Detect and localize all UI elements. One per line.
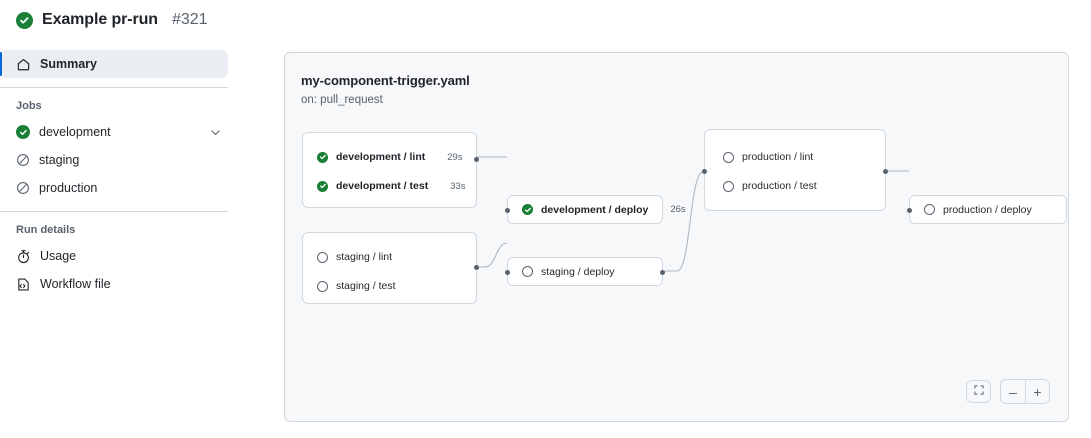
sidebar-item-development-label: development [39,124,111,139]
staging-group[interactable]: staging / lint staging / test [302,232,479,304]
graph-job-development-test[interactable]: development / test 33s [303,173,476,199]
pending-circle-icon [924,204,935,215]
page-title: Example pr-run [42,11,158,28]
sidebar-jobs-title: Jobs [16,100,42,112]
fit-to-screen-button[interactable] [966,380,991,403]
graph-job-staging-test[interactable]: staging / test [303,273,476,299]
run-header: Example pr-run #321 [0,0,1091,40]
workflow-graph-header: my-component-trigger.yaml on: pull_reque… [301,73,470,108]
development-deploy-node[interactable]: development / deploy 26s [505,195,686,224]
edge-stagingdeploy-to-production [663,170,705,272]
input-port [505,208,510,213]
pending-circle-icon [317,280,328,292]
input-port [505,270,510,275]
output-port [474,265,479,270]
graph-job-label: development / test [336,180,429,192]
zoom-out-button[interactable]: – [1001,380,1025,403]
workflow-graph-panel: my-component-trigger.yaml on: pull_reque… [284,52,1069,422]
fit-to-screen-icon [973,383,985,401]
skip-circle-icon [16,153,30,167]
output-port [660,270,665,275]
pending-circle-icon [723,180,734,192]
check-circle-icon [16,11,33,29]
graph-job-label: production / deploy [943,203,1032,216]
graph-job-production-deploy[interactable]: production / deploy [910,197,1066,223]
input-port [702,169,707,174]
sidebar-item-summary[interactable]: Summary [0,50,228,78]
zoom-stepper: – + [1000,379,1050,404]
sidebar-item-development[interactable]: development [0,118,228,146]
sidebar: Summary Jobs development staging product… [0,50,260,298]
graph-job-production-test[interactable]: production / test [705,173,885,199]
check-circle-icon [317,180,328,192]
sidebar-item-workflow-file-label: Workflow file [40,276,111,291]
graph-job-label: production / lint [742,151,814,163]
graph-job-label: staging / lint [336,251,393,263]
pending-circle-icon [522,266,533,277]
graph-job-staging-lint[interactable]: staging / lint [303,244,476,270]
production-deploy-node[interactable]: production / deploy [907,195,1067,224]
pending-circle-icon [317,251,328,263]
graph-edges [477,156,909,272]
graph-job-development-lint[interactable]: development / lint 29s [303,144,476,170]
plus-icon: + [1033,383,1042,400]
run-number: #321 [171,11,208,28]
sidebar-run-details-title: Run details [16,224,76,236]
graph-job-label: development / lint [336,151,426,163]
production-group[interactable]: production / lint production / test [702,129,888,211]
graph-job-label: staging / deploy [541,265,615,278]
sidebar-item-production-label: production [39,180,98,195]
output-port [474,157,479,162]
staging-deploy-node[interactable]: staging / deploy [505,257,665,286]
skip-circle-icon [16,181,30,195]
graph-canvas[interactable]: development / lint 29s development / tes… [285,53,1068,421]
sidebar-item-usage[interactable]: Usage [0,242,228,270]
graph-job-label: production / test [742,180,817,192]
graph-zoom-controls: – + [966,379,1050,404]
workflow-file-icon [16,277,31,292]
sidebar-divider-top [0,87,228,88]
input-port [907,208,912,213]
chevron-down-icon[interactable] [209,126,222,139]
graph-job-duration: 26s [670,204,686,215]
sidebar-item-staging-label: staging [39,152,80,167]
check-circle-icon [522,204,533,215]
check-circle-icon [317,151,328,163]
development-group[interactable]: development / lint 29s development / tes… [302,132,479,208]
zoom-in-button[interactable]: + [1025,380,1049,403]
check-circle-icon [16,125,30,139]
sidebar-item-workflow-file[interactable]: Workflow file [0,270,228,298]
sidebar-divider-bottom [0,211,228,212]
edge-staging-to-stagingdeploy [477,242,508,268]
home-icon [16,57,31,72]
graph-job-staging-deploy[interactable]: staging / deploy [508,259,662,285]
graph-job-duration: 33s [450,180,466,192]
stopwatch-icon [16,249,31,264]
sidebar-item-production[interactable]: production [0,174,228,202]
minus-icon: – [1009,383,1017,400]
pending-circle-icon [723,151,734,163]
graph-job-label: development / deploy [541,203,649,216]
graph-job-duration: 29s [447,151,463,163]
workflow-file-name: my-component-trigger.yaml [301,73,470,88]
output-port [883,169,888,174]
sidebar-item-staging[interactable]: staging [0,146,228,174]
sidebar-item-usage-label: Usage [40,248,77,263]
sidebar-item-summary-label: Summary [40,56,97,71]
graph-job-development-deploy[interactable]: development / deploy 26s [508,197,686,223]
graph-job-production-lint[interactable]: production / lint [705,144,885,170]
workflow-trigger: on: pull_request [301,93,383,106]
graph-job-label: staging / test [336,280,396,292]
